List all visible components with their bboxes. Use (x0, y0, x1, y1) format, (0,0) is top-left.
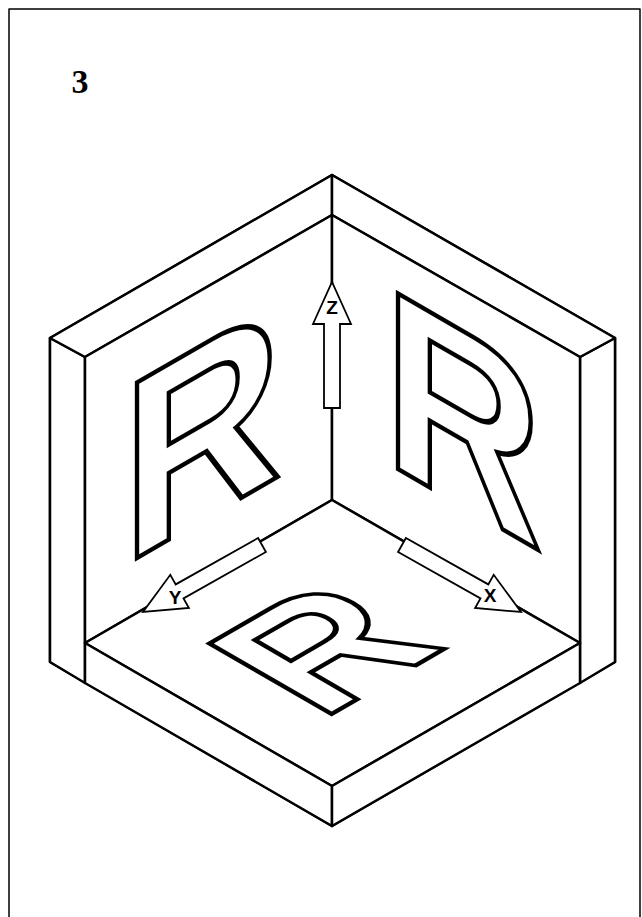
axis-label: X (484, 586, 497, 605)
figure-number: 3 (72, 65, 89, 99)
right-wall-edge (580, 338, 615, 683)
axis-label: Y (169, 588, 182, 607)
outer-hexagon (50, 175, 615, 826)
z-axis-arrow (313, 282, 351, 408)
page-frame (9, 9, 640, 917)
axis-label: Z (326, 298, 338, 317)
left-wall-edge (50, 338, 85, 683)
